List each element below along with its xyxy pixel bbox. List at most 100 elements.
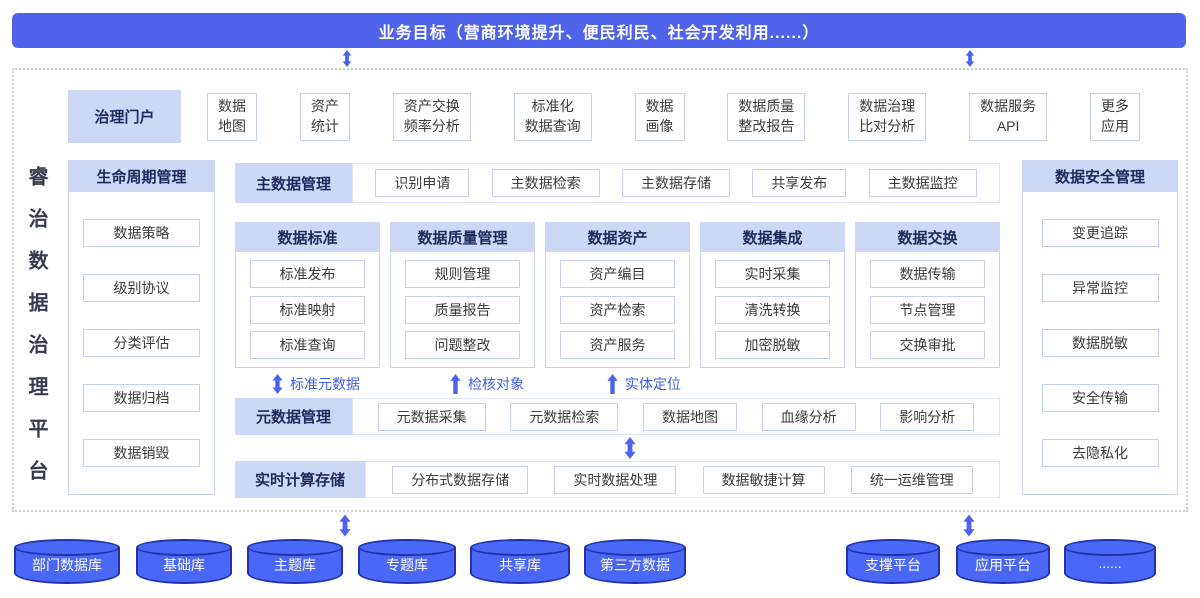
- compute-item: 分布式数据存储: [392, 465, 529, 494]
- platform-cylinder: ......: [1064, 539, 1156, 584]
- double-arrow-icon: [624, 437, 636, 459]
- metadata-items: 元数据采集 元数据检索 数据地图 血缘分析 影响分析: [352, 398, 1000, 435]
- column-item: 标准发布: [250, 259, 365, 288]
- master-data-item: 共享发布: [752, 169, 847, 197]
- master-data-header: 主数据管理: [235, 163, 352, 203]
- portal-item: 更多 应用: [1090, 92, 1140, 141]
- column-header: 数据集成: [700, 222, 845, 252]
- lifecycle-panel: 生命周期管理 数据策略 级别协议 分类评估 数据归档 数据销毁: [68, 160, 215, 495]
- metadata-item: 血缘分析: [761, 402, 856, 431]
- lifecycle-item: 分类评估: [83, 329, 200, 357]
- metadata-item: 元数据检索: [510, 402, 619, 431]
- lifecycle-item: 数据策略: [83, 219, 200, 247]
- column-header: 数据标准: [235, 222, 380, 252]
- compute-item: 数据敏捷计算: [702, 465, 825, 494]
- column-item: 标准映射: [250, 295, 365, 324]
- column-data-quality: 数据质量管理 规则管理 质量报告 问题整改: [390, 222, 535, 368]
- portal-item: 资产 统计: [299, 92, 350, 141]
- platform-label: 支撑平台: [865, 557, 921, 573]
- double-arrow-icon: [272, 374, 283, 394]
- portal-item: 标准化 数据查询: [513, 92, 592, 141]
- master-data-item: 主数据存储: [621, 169, 730, 197]
- portal-item: 数据 画像: [634, 92, 685, 141]
- column-data-integration: 数据集成 实时采集 清洗转换 加密脱敏: [700, 222, 845, 368]
- compute-item: 统一运维管理: [850, 465, 973, 494]
- column-item: 规则管理: [405, 259, 520, 288]
- platform-label: 应用平台: [975, 557, 1031, 573]
- compute-storage-items: 分布式数据存储 实时数据处理 数据敏捷计算 统一运维管理: [365, 461, 1000, 498]
- security-item: 去隐私化: [1041, 439, 1159, 467]
- column-item: 质量报告: [405, 295, 520, 324]
- platform-boundary-frame: [12, 68, 1188, 512]
- metadata-row: 元数据管理 元数据采集 元数据检索 数据地图 血缘分析 影响分析: [235, 398, 1000, 435]
- portal-item: 数据治理 比对分析: [848, 92, 927, 141]
- column-header: 数据资产: [545, 222, 690, 252]
- database-cylinder: 基础库: [136, 539, 232, 584]
- lifecycle-item: 数据归档: [83, 384, 200, 412]
- column-item: 标准查询: [250, 331, 365, 360]
- database-label: 共享库: [499, 557, 541, 573]
- security-panel: 数据安全管理 变更追踪 异常监控 数据脱敏 安全传输 去隐私化: [1022, 160, 1178, 495]
- master-data-item: 主数据监控: [868, 169, 977, 197]
- metadata-item: 数据地图: [642, 402, 737, 431]
- database-label: 部门数据库: [32, 557, 102, 573]
- database-cylinder: 主题库: [247, 539, 343, 584]
- flow-entity-locate: 实体定位: [607, 374, 681, 394]
- security-items: 变更追踪 异常监控 数据脱敏 安全传输 去隐私化: [1022, 192, 1178, 495]
- column-item: 资产检索: [560, 295, 675, 324]
- column-item: 资产服务: [560, 331, 675, 360]
- lifecycle-item: 级别协议: [83, 274, 200, 302]
- column-header: 数据质量管理: [390, 222, 535, 252]
- column-item: 问题整改: [405, 331, 520, 360]
- platform-cylinder: 支撑平台: [846, 539, 940, 584]
- column-data-standard: 数据标准 标准发布 标准映射 标准查询: [235, 222, 380, 368]
- column-item: 加密脱敏: [715, 331, 830, 360]
- lifecycle-items: 数据策略 级别协议 分类评估 数据归档 数据销毁: [68, 192, 215, 495]
- up-arrow-icon: [607, 374, 618, 394]
- up-arrow-icon: [450, 374, 461, 394]
- column-header: 数据交换: [855, 222, 1000, 252]
- portal-item: 资产交换 频率分析: [392, 92, 471, 141]
- column-item: 交换审批: [870, 331, 985, 360]
- flow-check-object: 检核对象: [450, 374, 524, 394]
- double-arrow-icon: [965, 50, 975, 67]
- database-cylinder: 专题库: [358, 539, 456, 584]
- double-arrow-icon: [342, 50, 352, 67]
- database-cylinder: 部门数据库: [14, 539, 120, 584]
- database-cylinder: 第三方数据: [584, 539, 686, 584]
- flow-standard-metadata: 标准元数据: [272, 374, 360, 394]
- column-item: 节点管理: [870, 295, 985, 324]
- compute-item: 实时数据处理: [554, 465, 677, 494]
- column-data-asset: 数据资产 资产编目 资产检索 资产服务: [545, 222, 690, 368]
- business-goal-banner: 业务目标（营商环境提升、便民利民、社会开发利用......）: [12, 13, 1186, 48]
- master-data-item: 主数据检索: [491, 169, 600, 197]
- lifecycle-header: 生命周期管理: [68, 160, 215, 192]
- portal-item: 数据服务 API: [969, 92, 1048, 141]
- compute-storage-row: 实时计算存储 分布式数据存储 实时数据处理 数据敏捷计算 统一运维管理: [235, 461, 1000, 498]
- portal-row: 治理门户 数据 地图 资产 统计 资产交换 频率分析 标准化 数据查询 数据 画…: [68, 90, 1160, 143]
- metadata-header: 元数据管理: [235, 398, 352, 435]
- database-label: 主题库: [274, 557, 316, 573]
- portal-header: 治理门户: [68, 90, 181, 143]
- flow-label: 实体定位: [625, 376, 681, 392]
- portal-items: 数据 地图 资产 统计 资产交换 频率分析 标准化 数据查询 数据 画像 数据质…: [181, 90, 1160, 143]
- portal-item: 数据质量 整改报告: [727, 92, 806, 141]
- master-data-row: 主数据管理 识别申请 主数据检索 主数据存储 共享发布 主数据监控: [235, 163, 1000, 203]
- column-data-exchange: 数据交换 数据传输 节点管理 交换审批: [855, 222, 1000, 368]
- database-cylinder: 共享库: [470, 539, 570, 584]
- platform-label: ......: [1098, 555, 1122, 571]
- database-label: 专题库: [386, 557, 428, 573]
- metadata-item: 影响分析: [880, 402, 975, 431]
- master-data-item: 识别申请: [375, 169, 470, 197]
- platform-cylinder: 应用平台: [956, 539, 1050, 584]
- compute-storage-header: 实时计算存储: [235, 461, 365, 498]
- platform-title: 睿治数据治理平台: [25, 166, 47, 502]
- double-arrow-icon: [339, 514, 351, 537]
- security-item: 数据脱敏: [1041, 329, 1159, 357]
- column-item: 清洗转换: [715, 295, 830, 324]
- column-item: 实时采集: [715, 259, 830, 288]
- security-item: 异常监控: [1041, 274, 1159, 302]
- security-header: 数据安全管理: [1022, 160, 1178, 192]
- flow-label: 标准元数据: [290, 376, 360, 392]
